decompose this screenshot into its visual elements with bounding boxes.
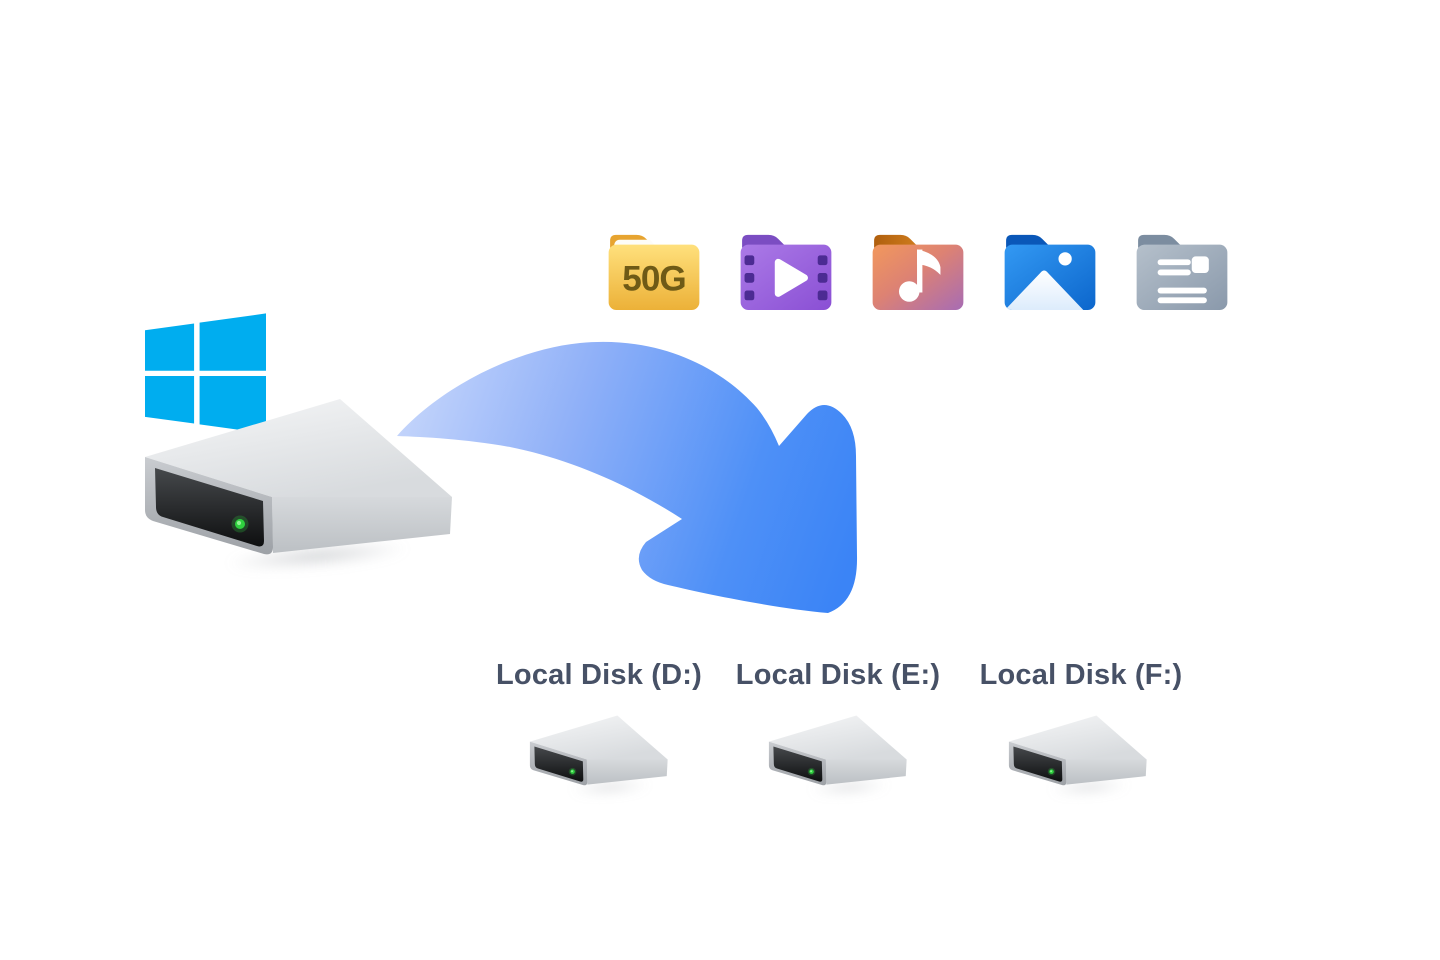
- folder-music-icon: [872, 234, 964, 311]
- music-note-icon: [898, 249, 941, 302]
- folder-50g-icon: 50G: [608, 234, 700, 311]
- photo-mountain-icon: [1004, 252, 1088, 311]
- local-disk-e-label: Local Disk (E:): [735, 659, 941, 691]
- play-icon: [774, 258, 808, 297]
- document-lines-icon: [1157, 256, 1209, 304]
- local-disk-f-label: Local Disk (F:): [979, 659, 1183, 691]
- transfer-arrow-icon: [397, 341, 858, 613]
- folder-size-label: 50G: [622, 260, 685, 299]
- folder-pictures-icon: [1004, 234, 1096, 311]
- folder-videos-icon: [740, 234, 832, 311]
- folder-documents-icon: [1136, 234, 1228, 311]
- film-strip-holes: [744, 255, 828, 301]
- local-disk-d-icon: [529, 715, 669, 787]
- windows-logo-icon: [145, 313, 266, 434]
- local-disk-e-icon: [768, 715, 908, 787]
- local-disk-f-icon: [1008, 715, 1148, 787]
- local-disk-d-label: Local Disk (D:): [495, 659, 703, 691]
